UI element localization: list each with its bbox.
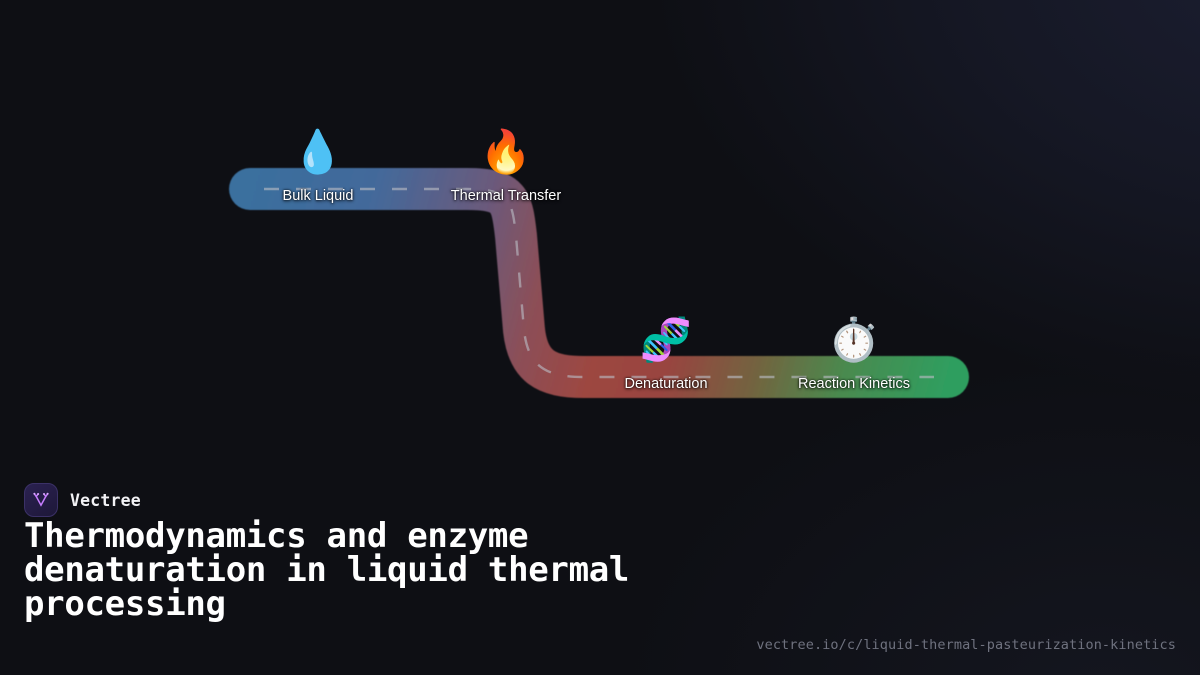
roadmap-graphic: 💧 Bulk Liquid 🔥 Thermal Transfer 🧬 Denat… xyxy=(208,127,969,398)
roadmap-node-thermal-transfer: 🔥 Thermal Transfer xyxy=(396,127,616,205)
roadmap-node-bulk-liquid: 💧 Bulk Liquid xyxy=(208,127,428,205)
brand: Vectree xyxy=(24,483,141,517)
card-footer: Vectree Thermodynamics and enzyme denatu… xyxy=(0,475,1200,675)
page-title: Thermodynamics and enzyme denaturation i… xyxy=(24,516,650,624)
roadmap-path-svg xyxy=(229,168,969,398)
road-dashed-centerline xyxy=(264,187,934,379)
vectree-logo-icon xyxy=(24,483,58,517)
dna-icon: 🧬 xyxy=(639,316,693,363)
roadmap-node-label: Denaturation xyxy=(624,376,708,392)
stopwatch-icon: ⏱️ xyxy=(827,316,881,363)
roadmap-node-reaction-kinetics: ⏱️ Reaction Kinetics xyxy=(744,315,964,393)
brand-name: Vectree xyxy=(70,490,141,510)
source-url: vectree.io/c/liquid-thermal-pasteurizati… xyxy=(756,637,1176,653)
roadmap-node-label: Reaction Kinetics xyxy=(797,376,911,392)
fire-icon: 🔥 xyxy=(479,128,533,175)
roadmap-node-label: Thermal Transfer xyxy=(450,188,562,204)
water-droplet-icon: 💧 xyxy=(291,128,345,175)
roadmap-node-label: Bulk Liquid xyxy=(282,188,354,204)
roadmap-node-denaturation: 🧬 Denaturation xyxy=(556,315,776,393)
vectree-v-tree-icon xyxy=(33,492,49,507)
